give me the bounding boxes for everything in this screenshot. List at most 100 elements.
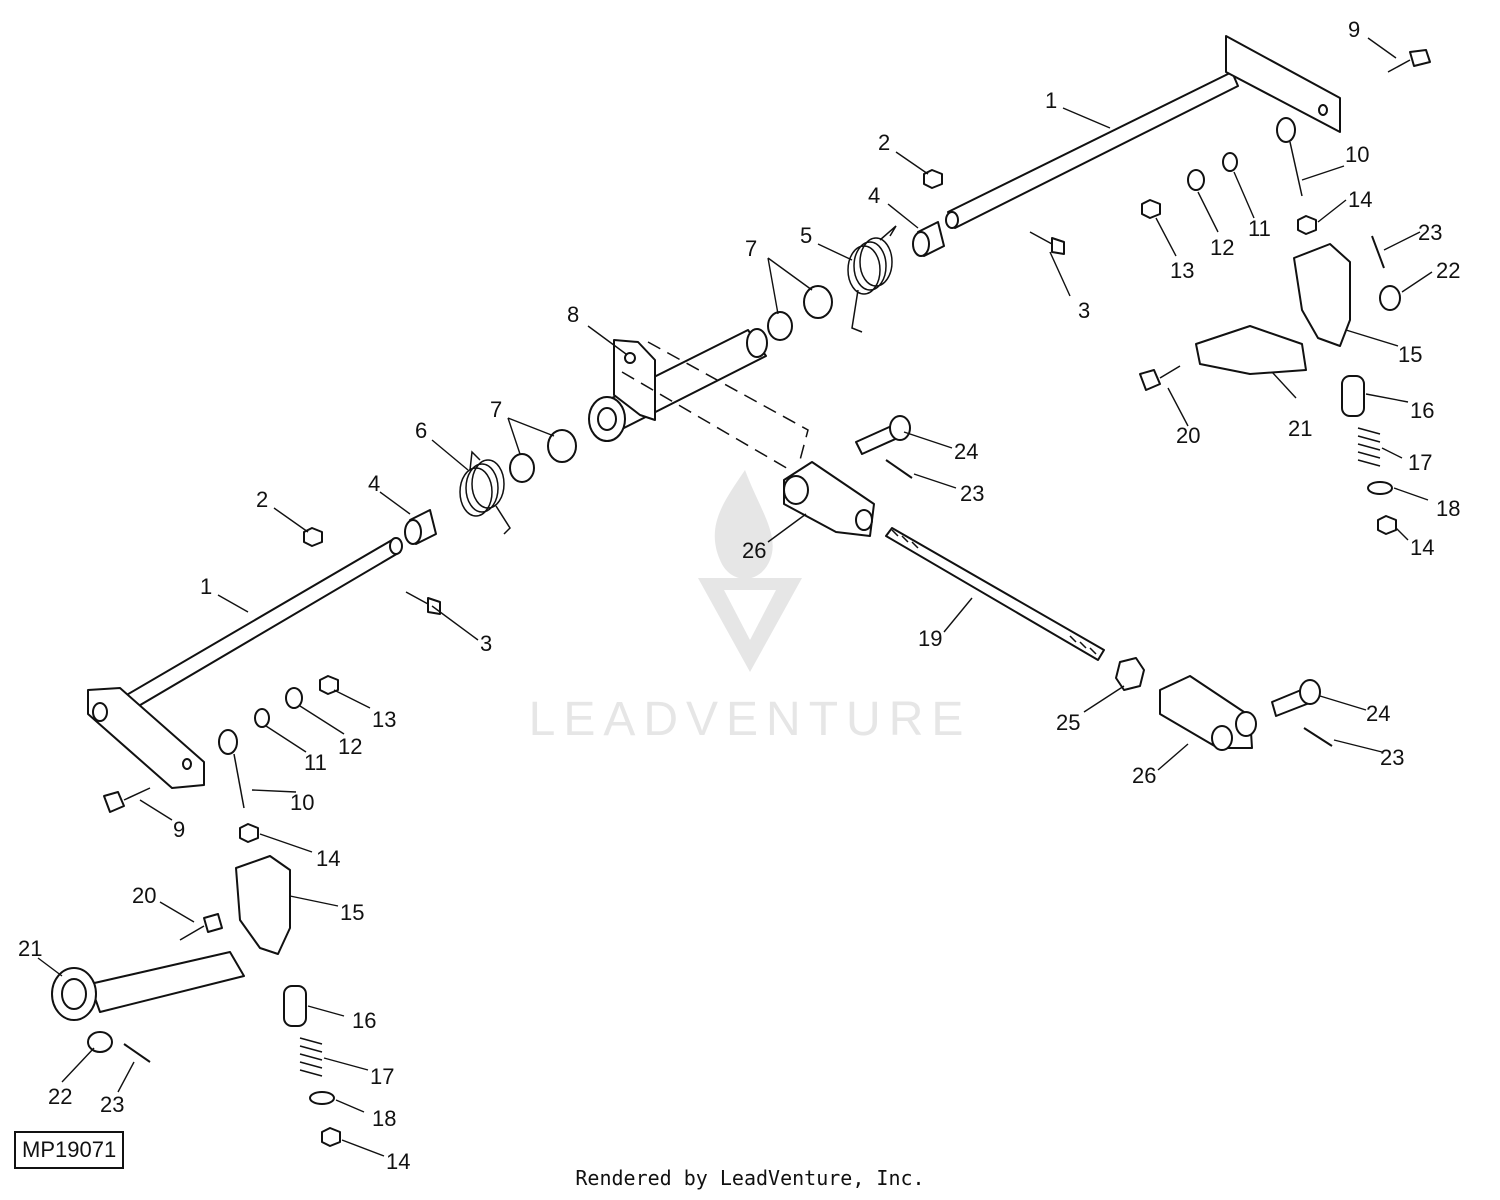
cotter-pin-23-d (123, 1043, 151, 1063)
center-shaft-assembly (588, 328, 768, 442)
torsion-spring-5 (847, 225, 897, 333)
bracket-15-upper (1293, 243, 1351, 347)
callout-26-lower: 26 (1132, 763, 1156, 788)
callout-22-upper: 22 (1436, 258, 1460, 283)
callout-3-lower: 3 (480, 631, 492, 656)
nut-2-upper (923, 169, 943, 189)
callout-24-upper: 24 (954, 439, 978, 464)
callout-8: 8 (567, 302, 579, 327)
callout-2-lower: 2 (256, 487, 268, 512)
sleeve-16-upper (1341, 375, 1365, 417)
washer-18-lower (309, 1091, 335, 1105)
callout-4-upper: 4 (868, 183, 880, 208)
callout-1-lower: 1 (200, 574, 212, 599)
bolt-20-upper (1139, 365, 1181, 391)
callout-20-lower: 20 (132, 883, 156, 908)
parts-artwork (51, 35, 1431, 1147)
callout-1-upper: 1 (1045, 88, 1057, 113)
cotter-pin-23-c (1303, 727, 1333, 747)
callout-labels: 1 1 2 2 3 3 4 4 5 6 7 7 8 9 9 10 10 11 1… (18, 17, 1460, 1174)
spacer-11-lower (254, 708, 270, 728)
callout-5: 5 (800, 223, 812, 248)
washer-18-upper (1367, 481, 1393, 495)
nut-14-c (239, 823, 259, 843)
callout-16-upper: 16 (1410, 398, 1434, 423)
callout-14-c: 14 (316, 846, 340, 871)
figure-id-label: MP19071 (14, 1131, 125, 1169)
spring-17-upper (1357, 427, 1381, 467)
torsion-spring-6 (459, 450, 511, 535)
clevis-pin-24-lower (1271, 679, 1321, 717)
callout-18-lower: 18 (372, 1106, 396, 1131)
bolt-20-lower (179, 913, 223, 941)
leader-lines (37, 37, 1433, 1157)
callout-23-b: 23 (960, 481, 984, 506)
nut-13-upper (1141, 199, 1161, 219)
callout-14-b: 14 (1410, 535, 1434, 560)
watermark-flame-icon (714, 470, 773, 579)
callout-6: 6 (415, 418, 427, 443)
callout-21-lower: 21 (18, 936, 42, 961)
bushing-7-upper-pair (767, 285, 833, 341)
spacer-11-upper (1222, 152, 1238, 172)
nut-14-d (321, 1127, 341, 1147)
eye-bolt-10-upper (1276, 117, 1303, 197)
clevis-26-upper (783, 461, 875, 537)
clevis-pin-24-upper (855, 415, 911, 455)
callout-22-lower: 22 (48, 1084, 72, 1109)
nut-14-a (1297, 215, 1317, 235)
lever-21-lower (51, 951, 245, 1021)
callout-24-lower: 24 (1366, 701, 1390, 726)
callout-4-lower: 4 (368, 471, 380, 496)
callout-17-upper: 17 (1408, 450, 1432, 475)
eye-bolt-10-lower (218, 729, 245, 809)
callout-25: 25 (1056, 710, 1080, 735)
rockshaft-lower-left (87, 537, 403, 789)
callout-12-upper: 12 (1210, 235, 1234, 260)
watermark-v-icon (698, 578, 802, 672)
alignment-dashed-line (621, 341, 809, 471)
callout-12-lower: 12 (338, 734, 362, 759)
callout-19: 19 (918, 626, 942, 651)
cotter-pin-23-b (885, 459, 913, 479)
nut-14-b (1377, 515, 1397, 535)
callout-23-d: 23 (100, 1092, 124, 1117)
bolt-9-upper (1387, 49, 1431, 73)
rockshaft-upper-right (945, 35, 1341, 229)
callout-17-lower: 17 (370, 1064, 394, 1089)
callout-15-lower: 15 (340, 900, 364, 925)
threaded-rod-19 (885, 527, 1105, 661)
bushing-7-lower-pair (509, 429, 577, 483)
sleeve-16-lower (283, 985, 307, 1027)
pin-22-upper (1379, 285, 1401, 311)
callout-2-upper: 2 (878, 130, 890, 155)
callout-14-a: 14 (1348, 187, 1372, 212)
pin-22-lower (87, 1031, 113, 1053)
nut-13-lower (319, 675, 339, 695)
bolt-3-upper (1029, 231, 1065, 255)
washer-12-lower (285, 687, 303, 709)
bushing-4-upper (912, 221, 945, 257)
clevis-26-lower (1159, 675, 1257, 751)
callout-9-upper: 9 (1348, 17, 1360, 42)
callout-10-upper: 10 (1345, 142, 1369, 167)
callout-11-lower: 11 (304, 750, 327, 775)
callout-26-upper: 26 (742, 538, 766, 563)
nut-2-lower (303, 527, 323, 547)
callout-16-lower: 16 (352, 1008, 376, 1033)
bolt-3-lower (405, 591, 441, 615)
lever-21-upper (1195, 325, 1307, 375)
callout-21-upper: 21 (1288, 416, 1312, 441)
cotter-pin-23-a (1371, 235, 1385, 269)
callout-11-upper: 11 (1248, 216, 1271, 241)
bolt-9-lower (103, 787, 151, 813)
leadventure-watermark: LEADVENTURE (529, 470, 972, 746)
render-credit: Rendered by LeadVenture, Inc. (575, 1166, 925, 1190)
jam-nut-25 (1115, 657, 1145, 691)
callout-9-lower: 9 (173, 817, 185, 842)
washer-12-upper (1187, 169, 1205, 191)
callout-10-lower: 10 (290, 790, 314, 815)
bracket-15-lower (235, 855, 291, 955)
watermark-text: LEADVENTURE (529, 693, 972, 746)
